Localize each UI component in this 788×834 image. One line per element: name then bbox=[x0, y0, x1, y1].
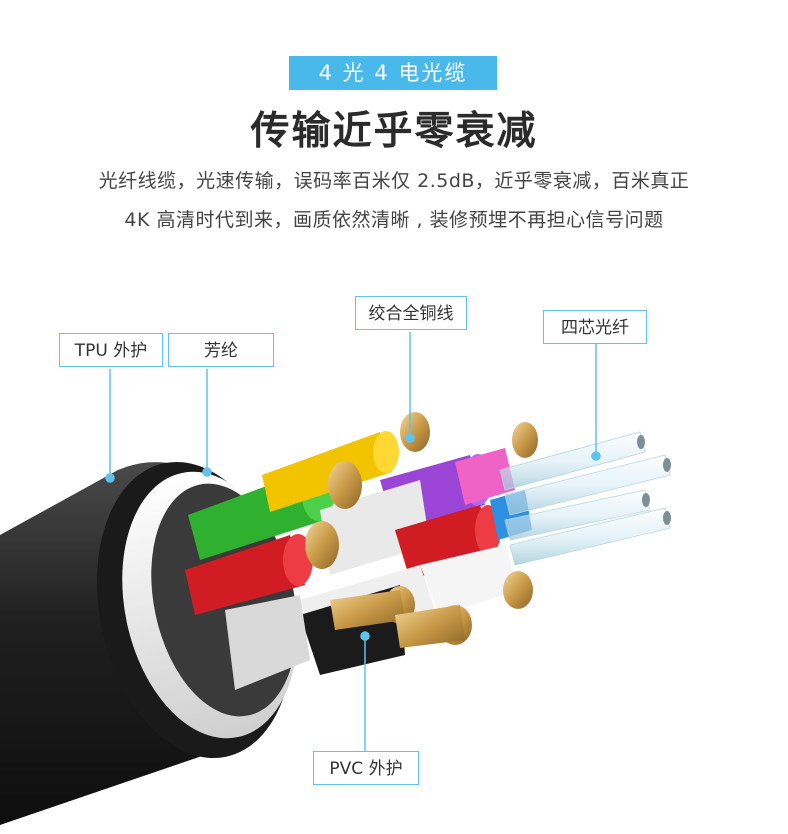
callout-leaders bbox=[105, 332, 601, 751]
label-tpu-jacket: TPU 外护 bbox=[59, 333, 163, 367]
copper-strands bbox=[305, 412, 538, 648]
label-pvc-jacket: PVC 外护 bbox=[313, 751, 419, 785]
insulated-wires bbox=[185, 431, 532, 690]
optical-fibers bbox=[499, 431, 671, 566]
label-optical-fiber: 四芯光纤 bbox=[543, 310, 647, 344]
description-line-2: 4K 高清时代到来，画质依然清晰 , 装修预埋不再担心信号问题 bbox=[124, 209, 664, 231]
feature-badge: 4 光 4 电光缆 bbox=[289, 56, 497, 90]
label-copper-wire: 绞合全铜线 bbox=[355, 296, 467, 330]
label-aramid: 芳纶 bbox=[168, 333, 274, 367]
headline: 传输近乎零衰减 bbox=[250, 109, 538, 154]
description-line-1: 光纤线缆，光速传输，误码率百米仅 2.5dB，近乎零衰减，百米真正 bbox=[98, 170, 690, 192]
